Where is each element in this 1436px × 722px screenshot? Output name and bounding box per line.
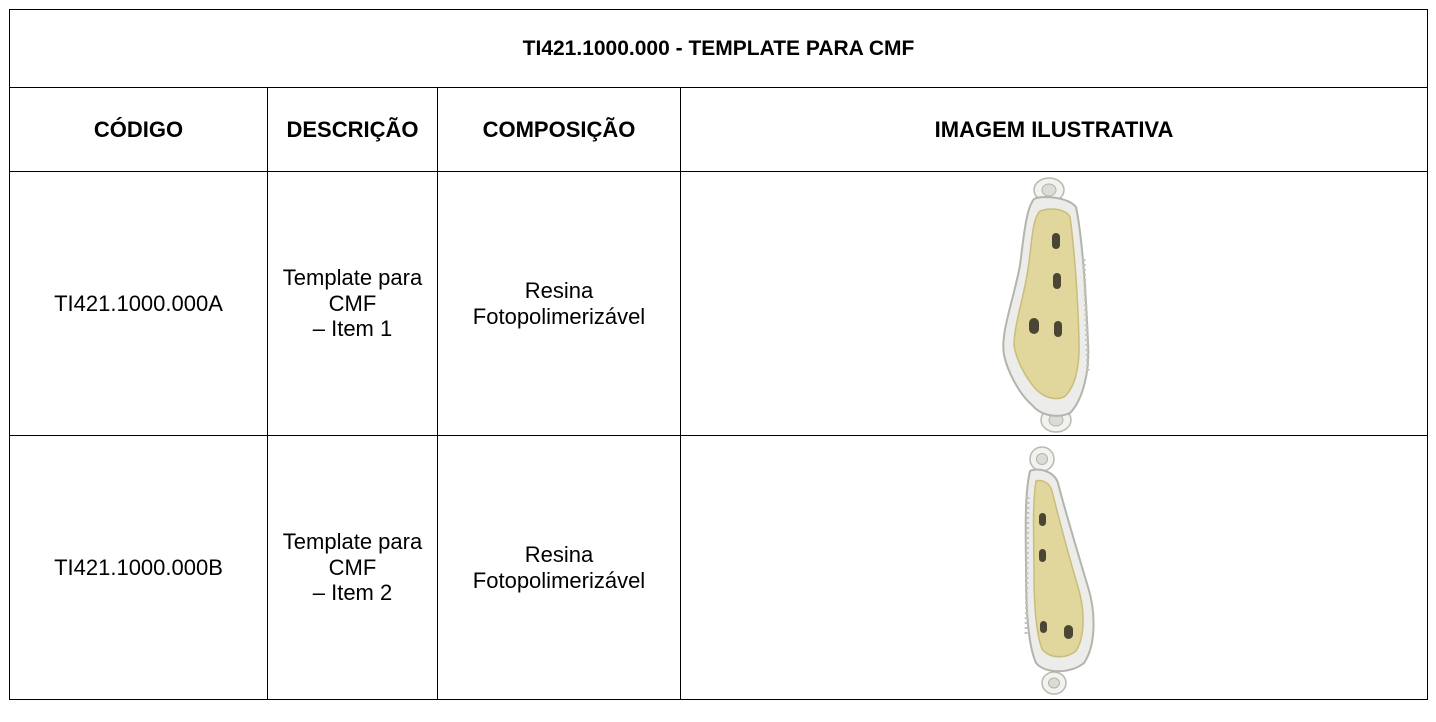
table-title: TI421.1000.000 - TEMPLATE PARA CMF	[8, 9, 1429, 88]
row-2-composition: Resina Fotopolimerizável	[437, 435, 681, 700]
row-1-code: TI421.1000.000A	[9, 171, 268, 436]
header-composition: COMPOSIÇÃO	[437, 87, 681, 172]
cmf-template-item-2-icon	[1024, 445, 1095, 695]
header-code: CÓDIGO	[9, 87, 268, 172]
row-1-description-line1: Template para CMF	[282, 264, 423, 316]
row-2-image	[679, 435, 1429, 700]
header-description: DESCRIÇÃO	[267, 87, 438, 172]
header-image: IMAGEM ILUSTRATIVA	[679, 87, 1429, 172]
row-2-code: TI421.1000.000B	[9, 435, 268, 700]
row-1-image	[679, 171, 1429, 436]
row-2-description: Template para CMF – Item 2	[267, 435, 438, 700]
table-header-row: CÓDIGO DESCRIÇÃO COMPOSIÇÃO IMAGEM ILUST…	[9, 87, 1429, 172]
row-1-composition: Resina Fotopolimerizável	[437, 171, 681, 436]
cmf-template-item-1-icon	[1002, 176, 1090, 433]
row-2-description-line2: – Item 2	[312, 580, 393, 606]
table-title-row: TI421.1000.000 - TEMPLATE PARA CMF	[8, 9, 1429, 88]
row-2-description-line1: Template para CMF	[282, 528, 423, 580]
row-1-description: Template para CMF – Item 1	[267, 171, 438, 436]
table-row: TI421.1000.000A Template para CMF – Item…	[9, 171, 1429, 436]
product-spec-table: TI421.1000.000 - TEMPLATE PARA CMF CÓDIG…	[8, 9, 1429, 700]
table-row: TI421.1000.000B Template para CMF – Item…	[9, 435, 1429, 700]
row-1-description-line2: – Item 1	[312, 316, 393, 342]
